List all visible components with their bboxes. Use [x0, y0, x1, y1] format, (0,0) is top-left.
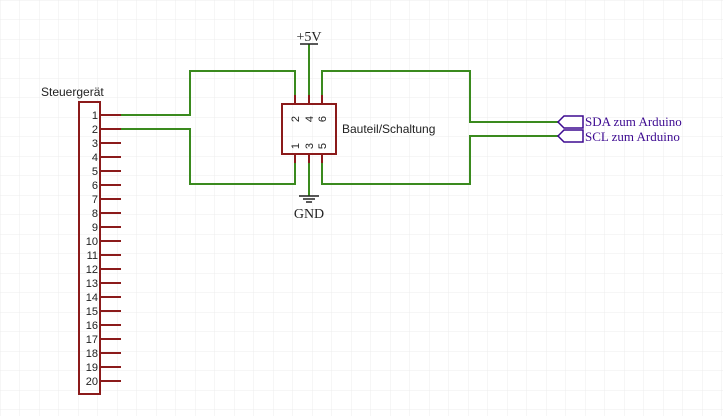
wires — [121, 44, 558, 196]
connector-pin-number: 15 — [86, 306, 98, 318]
net-label-scl-text: SCL zum Arduino — [585, 129, 680, 144]
component-top-pin-numbers: 2 4 6 — [290, 116, 329, 122]
connector-pin-number: 4 — [92, 152, 98, 164]
connector-pin-number: 20 — [86, 376, 98, 388]
connector-pin-number: 19 — [86, 362, 98, 374]
pin-number-2: 2 — [290, 116, 302, 122]
component-bauteil[interactable]: 2 4 6 1 3 5 Bauteil/Schaltung — [281, 95, 435, 163]
pin-number-6: 6 — [317, 116, 329, 122]
vcc-label: +5V — [296, 30, 321, 45]
connector-label: Steuergerät — [41, 85, 104, 99]
connector-pin-number: 11 — [87, 250, 98, 262]
pin-number-5: 5 — [317, 143, 329, 149]
connector-pin-number: 17 — [86, 334, 98, 346]
wire-top-right-sda[interactable] — [321, 70, 558, 123]
connector-pin-number: 7 — [92, 194, 98, 206]
connector-pin-number: 13 — [86, 278, 98, 290]
connector-pin-number: 14 — [86, 292, 98, 304]
power-gnd[interactable]: GND — [294, 195, 324, 222]
wire-pin1-top-left[interactable] — [121, 70, 296, 116]
net-label-scl[interactable]: SCL zum Arduino — [556, 129, 680, 144]
net-label-sda-text: SDA zum Arduino — [585, 114, 682, 129]
component-label: Bauteil/Schaltung — [342, 122, 435, 136]
power-vcc[interactable]: +5V — [296, 30, 321, 45]
pin-number-4: 4 — [304, 116, 316, 122]
connector-steuergeraet[interactable]: Steuergerät 1234567891011121314151617181… — [41, 85, 121, 395]
pin-number-1: 1 — [290, 143, 302, 149]
connector-pin-number: 5 — [92, 166, 98, 178]
gnd-label: GND — [294, 207, 324, 222]
connector-pin-number: 16 — [86, 320, 98, 332]
net-flag-scl-icon — [556, 129, 584, 143]
connector-pin-number: 6 — [92, 180, 98, 192]
wire-pin2-bottom-left[interactable] — [121, 128, 296, 185]
net-label-sda[interactable]: SDA zum Arduino — [556, 114, 682, 129]
connector-pin-number: 1 — [92, 110, 98, 122]
component-bottom-pin-numbers: 1 3 5 — [290, 143, 329, 149]
net-flag-sda-icon — [556, 115, 584, 129]
connector-pin-number: 9 — [92, 222, 98, 234]
pin-number-3: 3 — [304, 143, 316, 149]
component-pin-stubs — [294, 95, 323, 163]
connector-pin-number: 8 — [92, 208, 98, 220]
connector-pin-number: 2 — [92, 124, 98, 136]
connector-pin-number: 10 — [86, 236, 98, 248]
connector-pin-number: 18 — [86, 348, 98, 360]
connector-pin-number: 3 — [92, 138, 98, 150]
wire-bottom-right-scl[interactable] — [321, 135, 558, 185]
connector-pin-number: 12 — [86, 264, 98, 276]
connector-body — [78, 101, 101, 395]
ground-icon — [299, 195, 319, 203]
